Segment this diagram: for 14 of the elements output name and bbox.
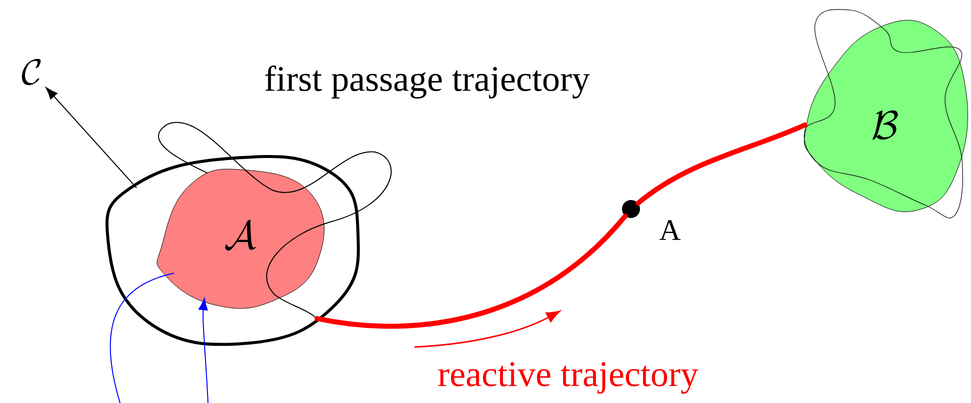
- path-label: reactive trajectory: [438, 362, 698, 394]
- node-label: A: [659, 220, 681, 240]
- reactant-region: $\mathcal{A}$: [156, 168, 324, 309]
- reactive-path: [314, 214, 628, 329]
- trajectory-curve: [158, 122, 392, 320]
- arrow: [46, 87, 137, 188]
- product-region: $\mathcal{B}$: [804, 9, 968, 218]
- reactive-path: [636, 122, 808, 206]
- title-text: first passage trajectory: [265, 65, 590, 99]
- trajectory-curve: [198, 298, 209, 403]
- state-point: A: [622, 200, 681, 240]
- boundary-loop: [106, 155, 360, 346]
- region-label: $\mathcal{C}$: [22, 58, 41, 86]
- trajectory-curve: [110, 272, 174, 403]
